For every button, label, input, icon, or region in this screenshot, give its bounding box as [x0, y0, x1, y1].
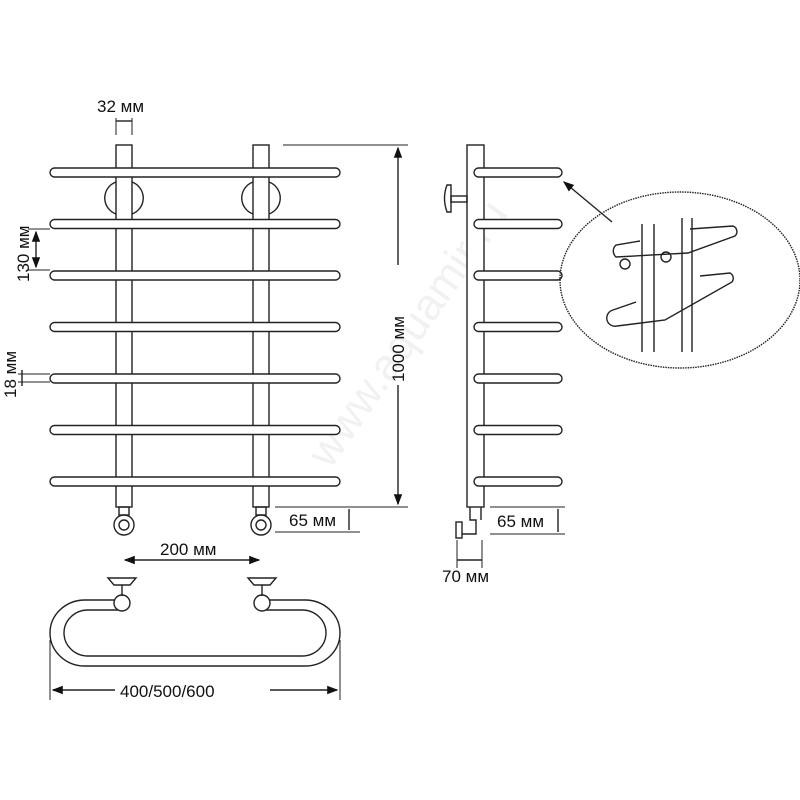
side-valve-icon — [462, 507, 482, 535]
left-valve-icon — [113, 506, 135, 536]
front-rail — [49, 424, 341, 436]
side-rail — [473, 424, 563, 436]
height-label: 1000 мм — [389, 316, 408, 382]
top-view — [49, 577, 341, 667]
front-rail — [49, 270, 341, 281]
side-rail — [473, 270, 563, 281]
front-rail — [49, 476, 341, 487]
right-wall-mount-icon — [241, 181, 281, 215]
front-connection-offset-label: 65 мм — [289, 511, 336, 530]
front-rail — [49, 167, 341, 178]
detail-pointer-arrow — [562, 181, 613, 223]
side-rail — [473, 167, 563, 178]
side-wall-mount-icon — [443, 184, 452, 213]
side-connection-offset-label: 65 мм — [497, 512, 544, 531]
front-rail — [49, 321, 341, 333]
side-view — [443, 144, 563, 539]
right-flange-icon — [246, 577, 278, 586]
front-view — [49, 144, 341, 536]
left-wall-mount-icon — [104, 181, 144, 215]
post-diameter-label: 32 мм — [97, 97, 144, 116]
front-rail — [49, 373, 341, 384]
center-distance-label: 200 мм — [160, 540, 216, 559]
front-rails — [49, 167, 341, 487]
rail-diameter-label: 18 мм — [1, 351, 20, 398]
side-rail — [473, 321, 563, 333]
left-flange-icon — [106, 577, 138, 586]
right-valve-icon — [250, 506, 272, 536]
side-rail — [473, 218, 563, 230]
rail-spacing-label: 130 мм — [14, 226, 33, 282]
front-rail — [49, 218, 341, 230]
side-rail — [473, 476, 563, 487]
detail-callout — [559, 191, 800, 369]
width-options-label: 400/500/600 — [120, 682, 215, 701]
side-rail — [473, 373, 563, 384]
wall-offset-label: 70 мм — [442, 567, 489, 586]
